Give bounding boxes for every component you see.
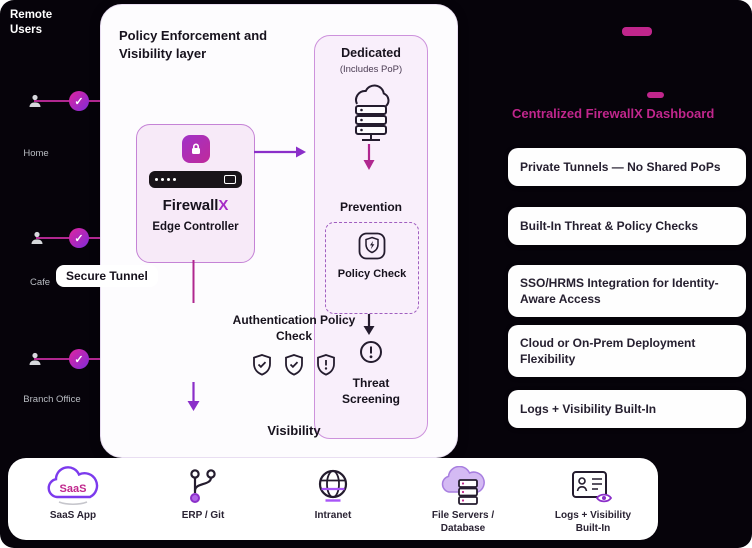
dashboard-item: Private Tunnels — No Shared PoPs [508, 148, 746, 186]
firewall-appliance-icon [149, 171, 242, 188]
user-icon [27, 93, 43, 109]
node-label-branch-office: Branch Office [23, 394, 81, 405]
integration-logs-visibility: Logs + Visibility Built-In [531, 466, 655, 535]
edge-controller-label: Edge Controller [152, 221, 239, 233]
enforcement-card-title: Policy Enforcement and Visibility layer [119, 28, 268, 61]
integration-label: Logs + Visibility Built-In [554, 510, 632, 534]
saas-cloud-icon: SaaS [43, 466, 103, 508]
check-badge: ✓ [69, 349, 89, 369]
firewallx-logo-text: Firewall [162, 197, 219, 214]
shield-check-icon [251, 353, 273, 377]
integration-file-servers: File Servers / Database [401, 466, 525, 535]
firewallx-logo-x: X [218, 197, 229, 214]
enforcement-card: Policy Enforcement and Visibility layer … [100, 4, 458, 458]
integration-label: ERP / Git [181, 510, 225, 521]
cloud-database-icon [437, 466, 489, 508]
cloud-server-icon [343, 80, 399, 142]
integration-saas-app: SaaS SaaS App [11, 466, 135, 523]
dashboard-item: Built-In Threat & Policy Checks [508, 207, 746, 245]
dashboard-accent-bar [647, 92, 664, 98]
dashboard-item: SSO/HRMS Integration for Identity-Aware … [508, 265, 746, 317]
dedicated-box: Dedicated (Includes PoP) Prevention [314, 35, 428, 439]
dashboard-title: Centralized FirewallX Dashboard [512, 106, 715, 121]
threat-screening-label: Threat Screening [341, 376, 401, 406]
secure-tunnel-label: Secure Tunnel [56, 265, 158, 287]
shield-check-icon [283, 353, 305, 377]
dashboard-item-label: Private Tunnels — No Shared PoPs [520, 159, 721, 174]
dashboard-item: Cloud or On-Prem Deployment Flexibility [508, 325, 746, 377]
lock-icon [181, 135, 210, 163]
prevention-label: Prevention [339, 200, 402, 214]
dashboard-item-label: Built-In Threat & Policy Checks [520, 218, 699, 233]
dashboard-item-label: Cloud or On-Prem Deployment Flexibility [520, 335, 696, 366]
user-icon [29, 230, 45, 246]
saas-badge: SaaS [60, 483, 87, 495]
remote-users-title: Remote Users [10, 9, 53, 36]
shield-alert-icon [315, 353, 337, 377]
check-badge: ✓ [69, 228, 89, 248]
visibility-label: Visibility [267, 423, 321, 438]
shield-bolt-icon [358, 232, 386, 260]
policy-check-label: Policy Check [337, 268, 407, 280]
dashboard-accent-bar [622, 27, 652, 36]
log-visibility-icon [569, 466, 617, 508]
user-icon [27, 351, 43, 367]
dashboard-item-label: SSO/HRMS Integration for Identity-Aware … [520, 275, 719, 306]
globe-icon [313, 466, 353, 508]
edge-controller-box: FirewallX Edge Controller [136, 124, 255, 263]
integration-label: Intranet [314, 510, 352, 521]
node-label-cafe: Cafe [29, 277, 51, 288]
dashboard-item: Logs + Visibility Built-In [508, 390, 746, 428]
dedicated-title: Dedicated [341, 46, 401, 60]
node-label-home: Home [23, 148, 49, 159]
auth-shield-icons [244, 353, 344, 377]
firewallx-logo: FirewallX [137, 197, 254, 214]
integration-intranet: Intranet [271, 466, 395, 523]
check-badge: ✓ [69, 91, 89, 111]
auth-policy-check-label: Authentication Policy Check [232, 313, 356, 343]
integration-erp-git: ERP / Git [141, 466, 265, 523]
dedicated-subtitle: (Includes PoP) [339, 64, 403, 75]
integration-label: File Servers / Database [431, 510, 495, 534]
integration-label: SaaS App [49, 510, 97, 521]
integrations-bar: SaaS SaaS App ERP / Git [8, 458, 658, 540]
dashboard-item-label: Logs + Visibility Built-In [520, 401, 657, 416]
git-branch-icon [186, 466, 220, 508]
alert-circle-icon [359, 340, 383, 364]
policy-check-box: Policy Check [325, 222, 419, 314]
